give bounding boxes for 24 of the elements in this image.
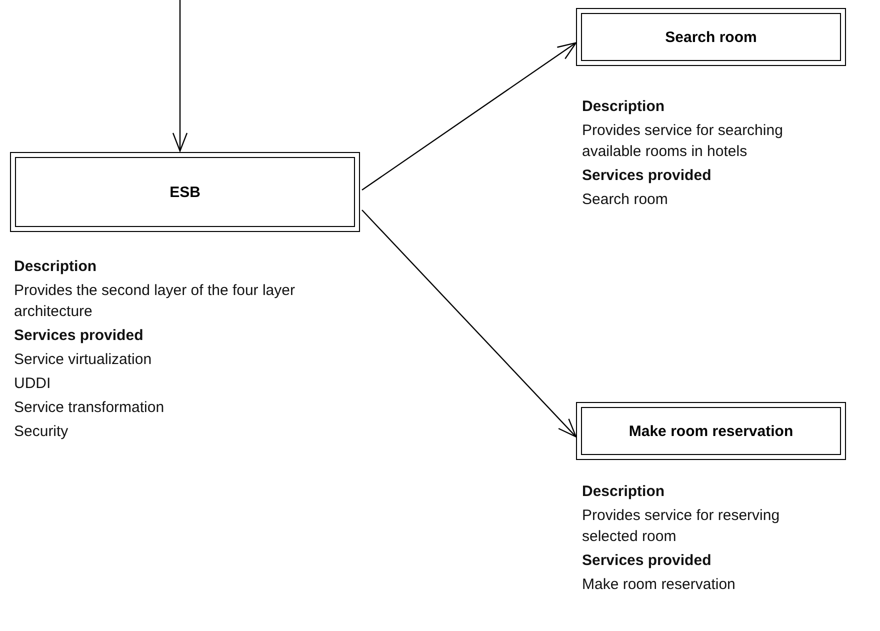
arrow [362,42,577,190]
description-text: Provides service for reserving selected room [582,506,781,547]
section-heading: Services provided [582,551,712,571]
component-box [576,402,846,460]
section-heading: Services provided [14,326,144,346]
service-item: Search room [582,190,668,210]
service-item: Service virtualization [14,350,152,370]
section-heading: Description [14,257,97,277]
section-heading: Description [582,97,665,117]
service-item: Make room reservation [582,575,736,595]
component-name: Make room reservation [628,422,794,440]
arrow [362,210,577,438]
service-item: Service transformation [14,398,164,418]
arrow [172,0,188,152]
description-text: Provides service for searching available rooms in hotels [582,121,784,162]
component-name: ESB [170,184,200,200]
service-item: Security [14,422,68,442]
description-text: Provides the second layer of the four layer architecture [14,281,296,322]
component-box [576,8,846,66]
component-box [10,152,360,232]
section-heading: Description [582,482,665,502]
component-name: Search room [665,28,757,46]
section-heading: Services provided [582,166,712,186]
service-item: UDDI [14,374,51,394]
